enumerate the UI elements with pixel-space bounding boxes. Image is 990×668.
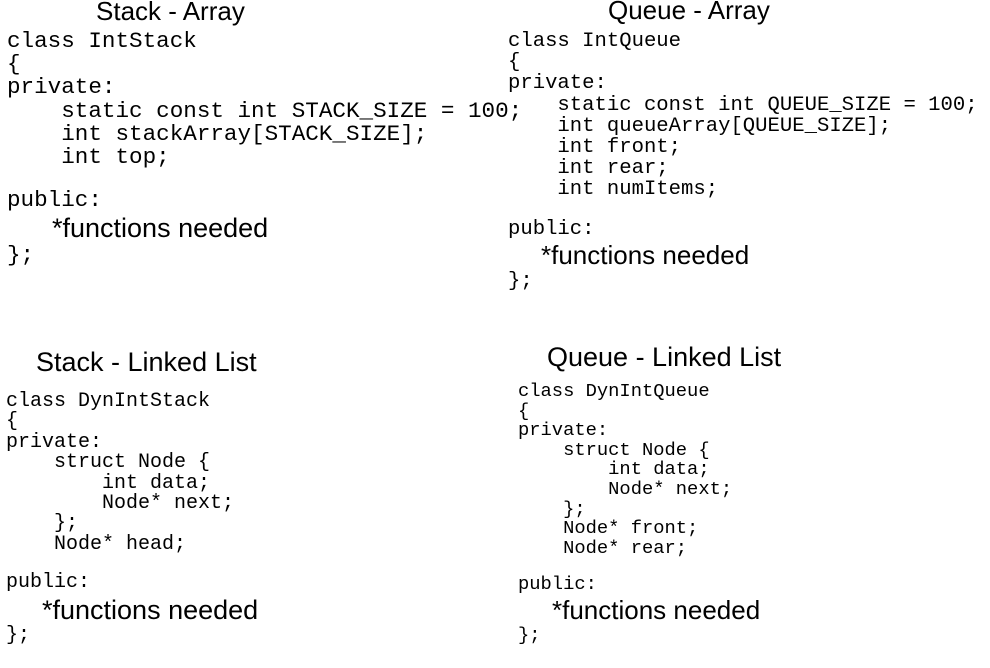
functions-needed-note: *functions needed <box>541 239 750 270</box>
code-block-stack-array: class IntStack{private: static const int… <box>7 28 523 269</box>
code-line: { <box>6 410 19 434</box>
functions-needed-note: *functions needed <box>552 594 761 625</box>
code-line: int top; <box>7 144 170 171</box>
code-line: public: <box>6 571 91 595</box>
code-line: Node* rear; <box>518 536 688 559</box>
code-block-stack-linked-list: class DynIntStack{private: struct Node {… <box>6 390 259 647</box>
code-line: int rear; <box>508 157 669 181</box>
code-line: int numItems; <box>508 178 719 202</box>
code-line: private: <box>7 74 116 101</box>
code-line: class IntQueue <box>508 30 682 53</box>
code-line: { <box>508 51 521 75</box>
code-line: int data; <box>6 471 211 495</box>
code-line: static const int STACK_SIZE = 100; <box>7 97 523 124</box>
code-line: struct Node { <box>518 438 710 461</box>
code-line: Node* front; <box>518 517 699 540</box>
code-line: int data; <box>518 458 710 481</box>
code-line: class DynIntStack <box>6 390 211 413</box>
code-line-blank <box>508 201 978 219</box>
code-line: }; <box>6 512 79 536</box>
code-line-closing: }; <box>7 242 35 269</box>
code-line: public: <box>7 187 102 214</box>
code-line: private: <box>508 72 607 96</box>
code-line: int front; <box>508 136 682 160</box>
code-line: private: <box>6 430 103 454</box>
panel-title-queue-array: Queue - Array <box>608 0 770 25</box>
code-line: int stackArray[STACK_SIZE]; <box>7 120 428 147</box>
code-line: public: <box>518 573 597 596</box>
code-block-queue-array: class IntQueue{private: static const int… <box>508 31 978 292</box>
code-line: Node* head; <box>6 532 187 556</box>
code-line-closing: }; <box>508 269 533 293</box>
functions-needed-note: *functions needed <box>42 594 259 625</box>
code-line: int queueArray[QUEUE_SIZE]; <box>508 114 892 138</box>
panel-title-stack-array: Stack - Array <box>96 0 245 26</box>
code-line-closing: }; <box>6 623 31 647</box>
code-line: { <box>7 51 21 78</box>
code-line: Node* next; <box>518 477 733 500</box>
code-line: Node* next; <box>6 492 235 516</box>
code-line: public: <box>508 217 595 241</box>
panel-title-stack-linked-list: Stack - Linked List <box>36 347 257 377</box>
code-line-blank <box>7 169 522 189</box>
code-line: struct Node { <box>6 451 211 475</box>
code-block-queue-linked-list: class DynIntQueue{private: struct Node {… <box>518 380 761 646</box>
code-line-closing: }; <box>518 623 541 646</box>
code-line: { <box>518 399 530 422</box>
code-line: }; <box>518 497 586 520</box>
code-line: class DynIntQueue <box>518 380 710 402</box>
code-line: private: <box>518 419 609 442</box>
code-line: class IntStack <box>7 28 197 54</box>
functions-needed-note: *functions needed <box>52 213 269 244</box>
panel-title-queue-linked-list: Queue - Linked List <box>547 342 782 372</box>
code-line: static const int QUEUE_SIZE = 100; <box>508 93 978 117</box>
